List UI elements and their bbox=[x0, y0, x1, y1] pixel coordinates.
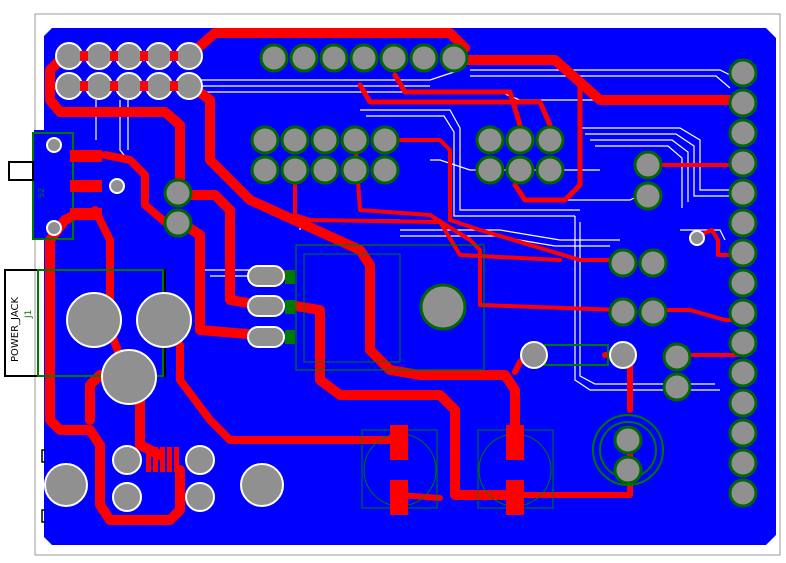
pads-ringed bbox=[163, 43, 758, 508]
switch-actuator bbox=[8, 161, 34, 181]
power-jack-label: POWER_JACK bbox=[10, 297, 21, 362]
copper-pour bbox=[34, 28, 776, 545]
regulator-inner bbox=[303, 253, 401, 363]
led-outline bbox=[592, 414, 664, 486]
outline-markers bbox=[41, 449, 46, 523]
regulator-outline bbox=[295, 244, 485, 371]
board-outline bbox=[34, 13, 781, 556]
power-jack-ref: J1 bbox=[24, 310, 34, 319]
header-bridges bbox=[80, 51, 178, 91]
switch-ref: S2 bbox=[37, 188, 46, 198]
smd-pads bbox=[70, 150, 524, 515]
pads-plain bbox=[44, 42, 705, 512]
regulator-pins bbox=[285, 270, 295, 344]
